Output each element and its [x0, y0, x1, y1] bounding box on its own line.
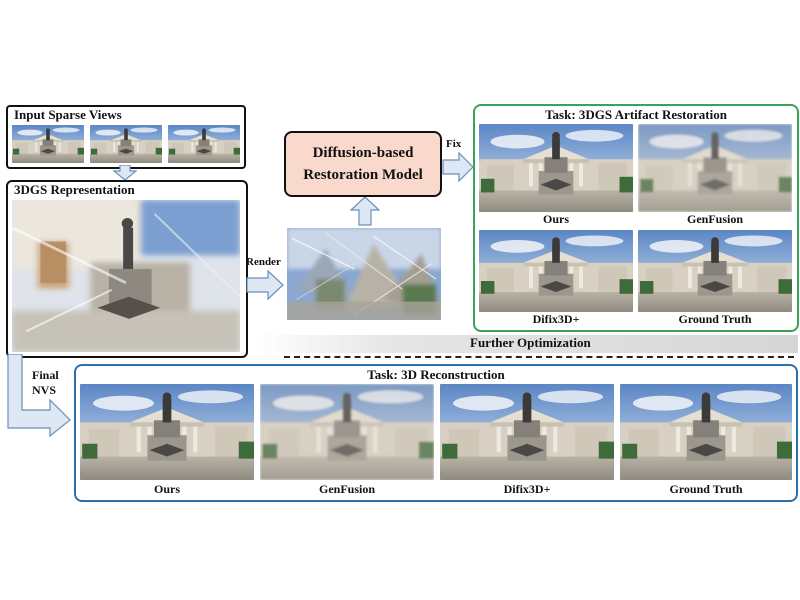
- restoration-image-difix3d: [479, 230, 633, 312]
- diffusion-model-line1: Diffusion-based: [312, 145, 414, 161]
- reconstruction-title: Task: 3D Reconstruction: [367, 367, 505, 382]
- restoration-image-ours: [479, 124, 633, 212]
- representation-panel: 3DGS Representation: [6, 180, 248, 358]
- input-views-title: Input Sparse Views: [14, 107, 122, 122]
- fix-label: Fix: [446, 138, 462, 150]
- diffusion-model-line2: Restoration Model: [303, 167, 423, 183]
- restoration-image-genfusion: [638, 124, 792, 212]
- restoration-caption-ours: Ours: [542, 212, 569, 226]
- fix-arrow-icon: [442, 152, 474, 182]
- restoration-title: Task: 3DGS Artifact Restoration: [545, 107, 727, 122]
- reconstruction-caption-ours: Ours: [153, 482, 180, 496]
- input-view-image-1: [12, 125, 84, 163]
- reconstruction-caption-genfusion: GenFusion: [318, 482, 375, 496]
- restoration-caption-ground-truth: Ground Truth: [678, 312, 752, 326]
- dashed-divider: [284, 356, 794, 358]
- representation-title: 3DGS Representation: [14, 182, 135, 197]
- down-arrow-icon: [112, 165, 138, 181]
- further-optimization-label: Further Optimization: [470, 335, 591, 350]
- render-label: Render: [246, 256, 281, 268]
- reconstruction-caption-difix3d: Difix3D+: [503, 482, 551, 496]
- restoration-image-ground-truth: [638, 230, 792, 312]
- input-view-image-2: [90, 125, 162, 163]
- final-nvs-arrow-icon: [7, 354, 71, 438]
- input-view-image-3: [168, 125, 240, 163]
- rendered-image: [287, 228, 441, 320]
- input-views-panel: Input Sparse Views: [6, 105, 246, 169]
- render-arrow-icon: [246, 270, 284, 300]
- reconstruction-image-difix3d: [440, 384, 614, 480]
- reconstruction-image-genfusion: [260, 384, 434, 480]
- further-optimization-arrow-icon: [254, 331, 798, 357]
- reconstruction-image-ours: [80, 384, 254, 480]
- final-nvs-label-line2: NVS: [32, 383, 57, 397]
- restoration-panel: Task: 3DGS Artifact Restoration Ours Gen…: [473, 104, 799, 332]
- restoration-caption-genfusion: GenFusion: [686, 212, 743, 226]
- restoration-caption-difix3d: Difix3D+: [532, 312, 580, 326]
- representation-image: [12, 200, 240, 352]
- reconstruction-caption-ground-truth: Ground Truth: [669, 482, 743, 496]
- reconstruction-panel: Task: 3D Reconstruction Ours GenFusion D…: [74, 364, 798, 502]
- final-nvs-label-line1: Final: [32, 368, 59, 382]
- diffusion-model-box: Diffusion-based Restoration Model: [284, 131, 442, 197]
- reconstruction-image-ground-truth: [620, 384, 792, 480]
- up-arrow-icon: [350, 196, 380, 226]
